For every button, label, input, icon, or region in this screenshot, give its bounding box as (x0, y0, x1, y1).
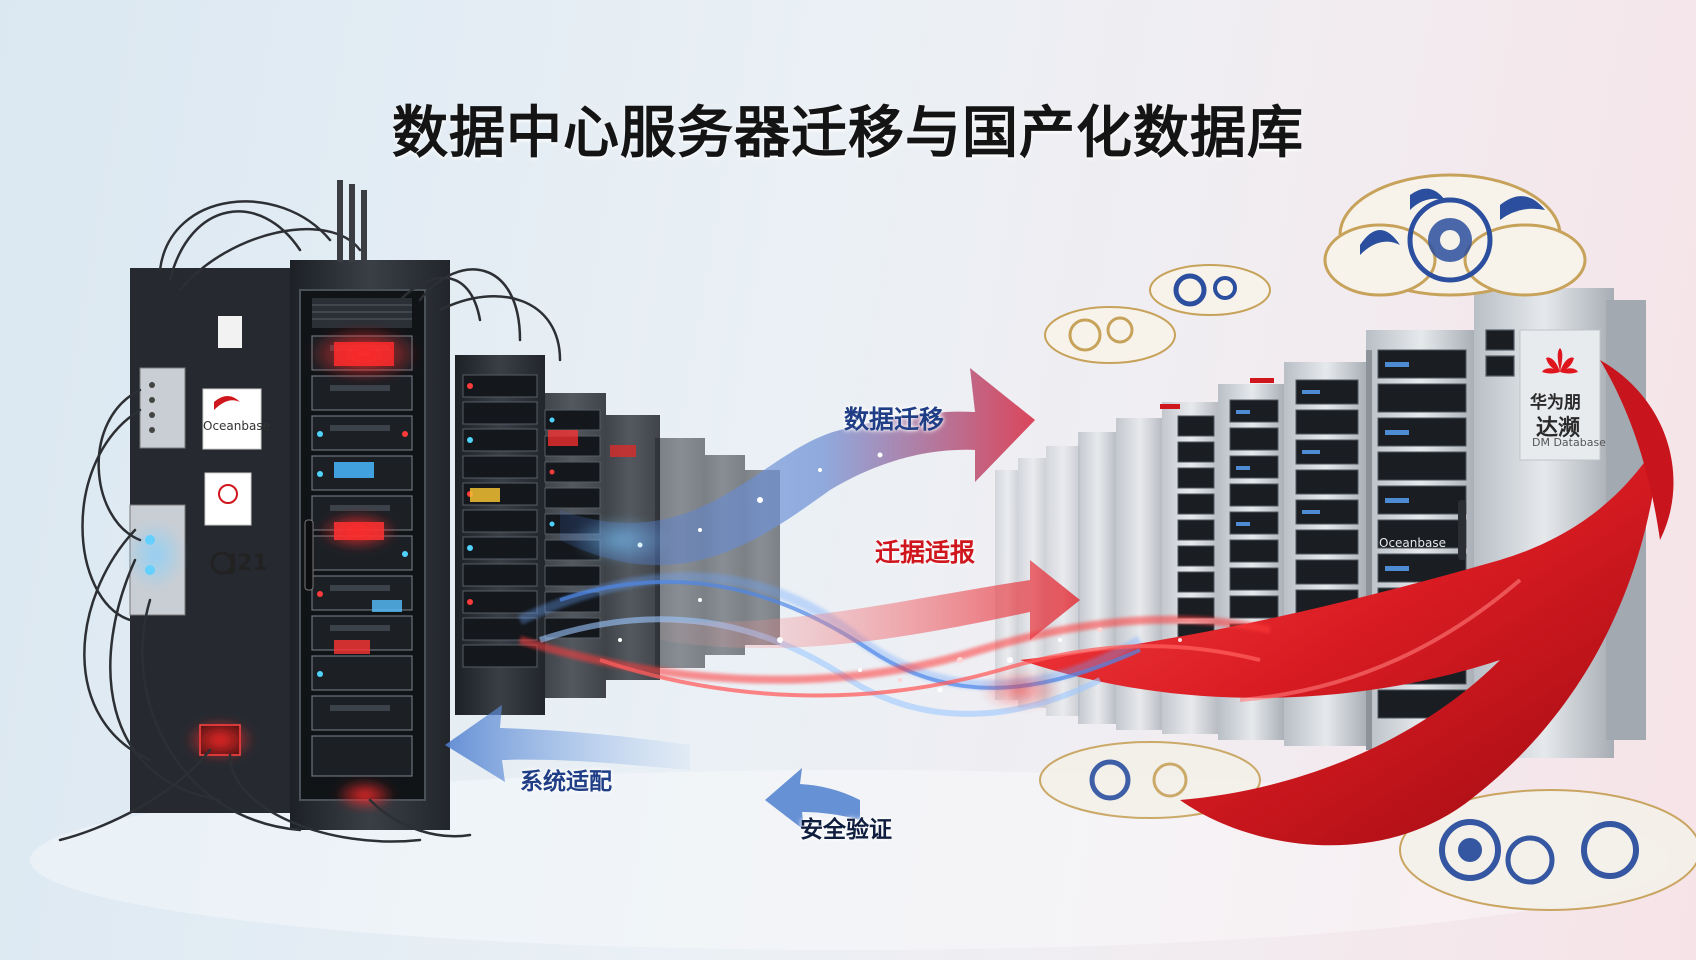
label-data-migration: 数据迁移 (844, 405, 945, 434)
label-system-adaptation: 系统适配 (520, 769, 612, 795)
legacy-c-logo-icon (210, 551, 234, 575)
rack-brand-top: 华为朋 (1530, 393, 1581, 413)
junction-box (139, 367, 186, 449)
red-silk-ribbon (1020, 360, 1674, 846)
data-flow-arrows (445, 368, 1271, 830)
rack-brand-sub: DM Database (1532, 436, 1606, 449)
overhead-cables (337, 180, 367, 262)
legacy-brand-label (202, 388, 262, 450)
legacy-brand-text: Oceanbase (203, 419, 270, 433)
page-title: 数据中心服务器迁移与国产化数据库 (392, 101, 1304, 166)
server-logo-text: Oceanbase (1379, 536, 1446, 550)
legacy-brand-icon (214, 396, 240, 410)
label-red-arrow: 迁据适报 (875, 538, 976, 567)
label-security-verification: 安全验证 (800, 817, 892, 843)
legacy-rack-code: J21 (229, 551, 268, 576)
legacy-server-row (58, 180, 780, 843)
rack-brand-main: 达濒 (1536, 416, 1581, 441)
auspicious-cloud-icon (1039, 173, 1696, 911)
huawei-petal-icon (1542, 348, 1578, 374)
cable-bundle (58, 200, 562, 843)
